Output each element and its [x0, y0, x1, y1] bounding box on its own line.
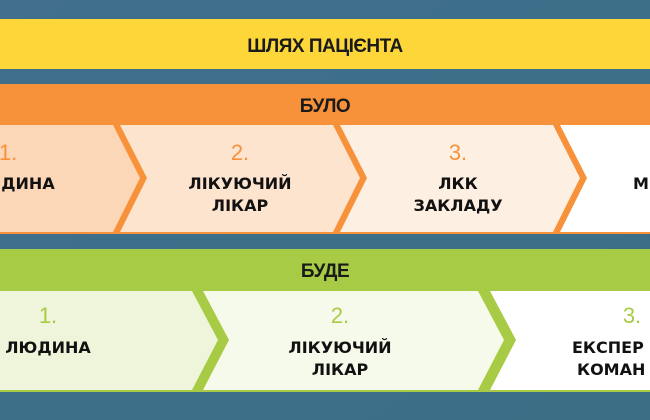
- before-step-2-label-line1: ЛІКУЮЧИЙ: [188, 174, 291, 193]
- after-step-3-label-line2: КОМАН: [577, 360, 645, 379]
- before-step-2-number: 2.: [231, 140, 249, 165]
- after-heading: БУДЕ: [301, 261, 349, 282]
- after-step-2-number: 2.: [331, 303, 349, 328]
- before-step-4-chevron: [560, 125, 650, 232]
- after-section: БУДЕ 1. ЛЮДИНА 2. ЛІКУЮЧИЙ ЛІКАР 3. ЕКСП…: [0, 249, 650, 392]
- title-bar: [0, 19, 650, 69]
- before-step-1-chevron: [0, 125, 140, 232]
- after-step-2-label-line2: ЛІКАР: [312, 360, 369, 379]
- before-step-3-number: 3.: [449, 140, 467, 165]
- before-step-4-label: М: [633, 174, 649, 193]
- before-step-2-label-line2: ЛІКАР: [212, 196, 269, 215]
- after-step-2-label-line1: ЛІКУЮЧИЙ: [288, 338, 391, 357]
- diagram-title: ШЛЯХ ПАЦІЄНТА: [247, 36, 403, 57]
- before-section: БУЛО 1. ДИНА 2. ЛІКУЮЧИЙ ЛІКАР 3. ЛКК ЗА…: [0, 84, 650, 234]
- before-step-1-label: ДИНА: [1, 174, 55, 193]
- before-step-2-chevron: [120, 125, 360, 232]
- after-step-1-chevron: [0, 291, 218, 390]
- after-step-3-number: 3.: [623, 303, 641, 328]
- after-step-3-label-line1: ЕКСПЕР: [572, 338, 644, 357]
- after-step-2-chevron: [203, 291, 504, 390]
- after-step-1-label: ЛЮДИНА: [5, 338, 91, 357]
- before-step-3-label-line1: ЛКК: [438, 174, 477, 193]
- after-step-1-number: 1.: [39, 303, 57, 328]
- before-heading: БУЛО: [300, 96, 350, 117]
- before-step-3-chevron: [340, 125, 580, 232]
- before-step-1-number: 1.: [0, 140, 17, 165]
- before-step-3-label-line2: ЗАКЛАДУ: [413, 196, 502, 215]
- after-step-3-chevron: [490, 291, 650, 390]
